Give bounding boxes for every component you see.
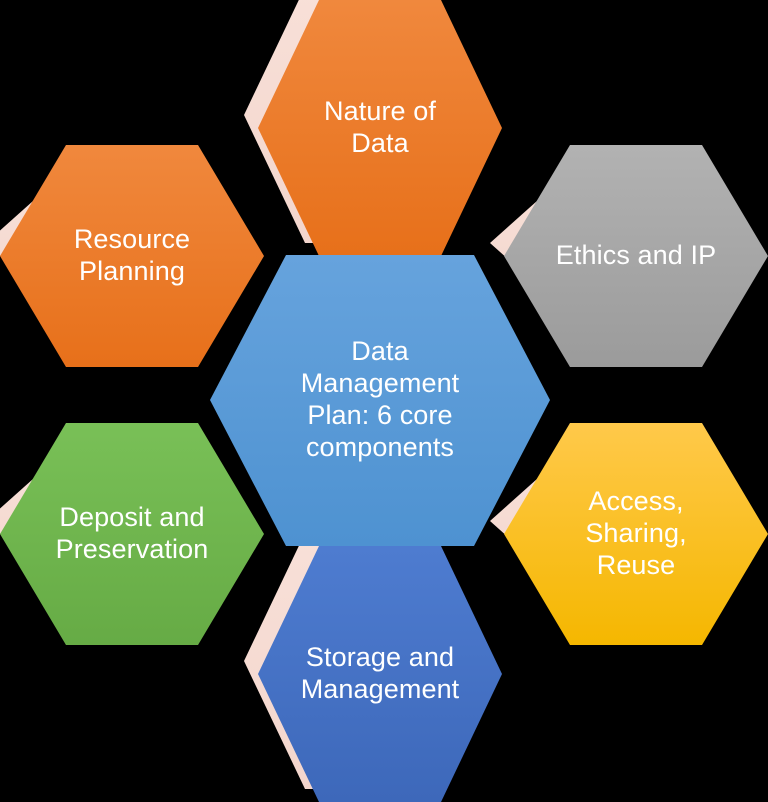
- hexagon-deposit-and-preservation[interactable]: [0, 423, 264, 645]
- hexagon-storage-and-management[interactable]: [258, 546, 502, 802]
- hexagon-ethics-and-ip[interactable]: [504, 145, 768, 367]
- hexagon-resource-planning[interactable]: [0, 145, 264, 367]
- hexagon-data-management-plan[interactable]: [210, 255, 550, 546]
- hexagon-access-sharing-reuse[interactable]: [504, 423, 768, 645]
- hexagon-nature-of-data[interactable]: [258, 0, 502, 256]
